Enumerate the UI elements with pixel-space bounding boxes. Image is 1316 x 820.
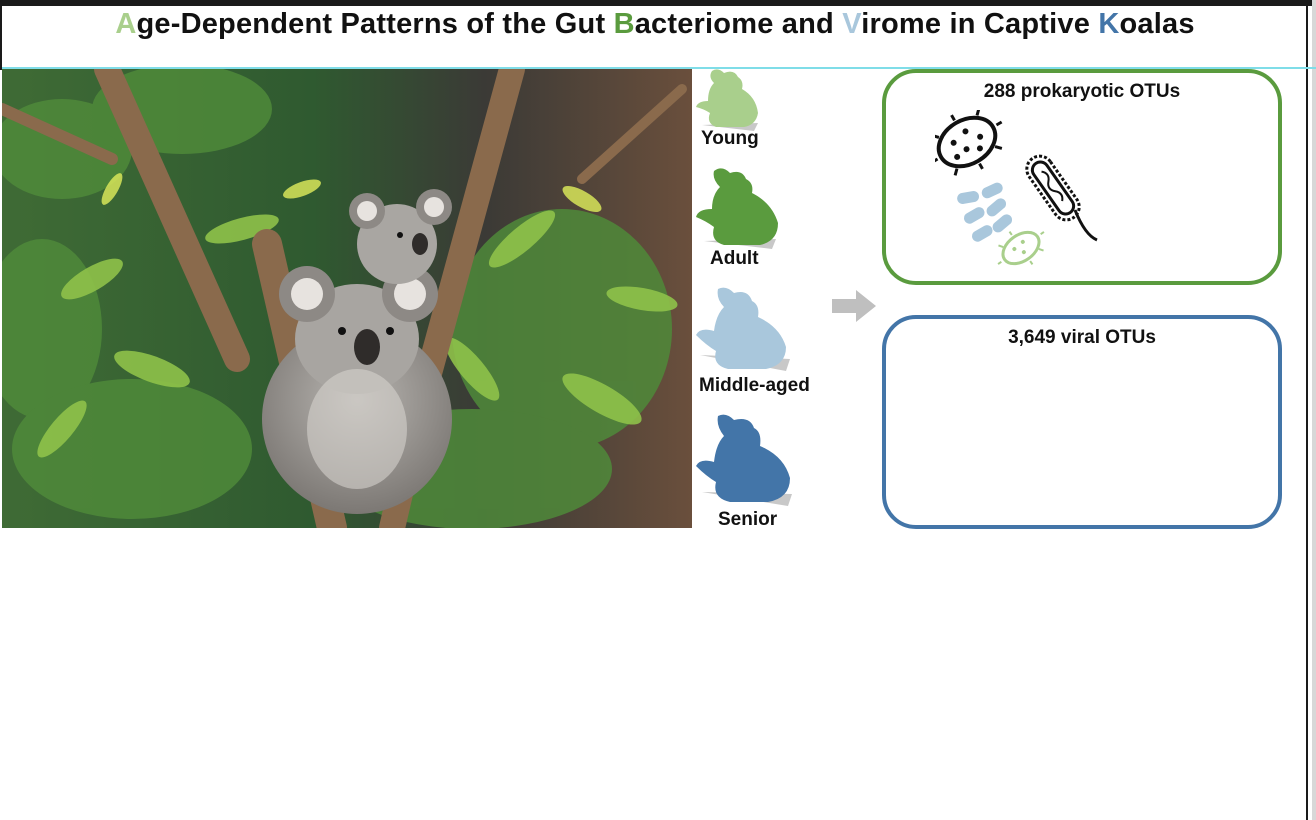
frame-right-border bbox=[1306, 0, 1308, 820]
title-part: irome in Captive bbox=[861, 8, 1099, 40]
title-part: A bbox=[115, 8, 137, 40]
koala-adult-icon bbox=[696, 168, 778, 249]
koala-senior-icon bbox=[696, 414, 792, 506]
title-part: K bbox=[1098, 8, 1120, 40]
koala-young-icon bbox=[696, 69, 758, 131]
age-label-middle-aged: Middle-aged bbox=[699, 375, 810, 396]
koala-middle-aged-icon bbox=[696, 287, 790, 371]
viral-otu-title: 3,649 viral OTUs bbox=[1008, 327, 1156, 348]
frame-scroll-edge bbox=[1312, 0, 1316, 820]
koala-photo bbox=[2, 69, 692, 528]
viral-otu-box: 3,649 viral OTUs bbox=[882, 315, 1282, 529]
small-bacterium-icon bbox=[997, 230, 1045, 266]
title-part: acteriome and bbox=[634, 8, 843, 40]
title-part: oalas bbox=[1119, 8, 1195, 40]
title-part: V bbox=[842, 8, 862, 40]
title-part: ge-Dependent Patterns of the Gut bbox=[136, 8, 614, 40]
title-divider bbox=[2, 67, 1316, 69]
bacterium-icon bbox=[935, 110, 1003, 176]
right-arrow-icon bbox=[832, 290, 876, 322]
frame-top-border bbox=[0, 0, 1316, 6]
age-label-young: Young bbox=[701, 128, 759, 149]
figure-title: Age-Dependent Patterns of the Gut Bacter… bbox=[0, 8, 1310, 41]
prokaryotic-otu-title: 288 prokaryotic OTUs bbox=[983, 81, 1181, 102]
title-part: B bbox=[613, 8, 635, 40]
bacilli-chain-icon bbox=[957, 182, 1013, 242]
age-label-senior: Senior bbox=[718, 509, 778, 530]
microbe-illustration bbox=[935, 110, 1098, 266]
prokaryotic-otu-box: 288 prokaryotic OTUs bbox=[882, 69, 1282, 285]
rod-bacterium-icon bbox=[1025, 154, 1081, 222]
age-label-adult: Adult bbox=[710, 248, 759, 269]
frame-left-border bbox=[0, 0, 2, 70]
